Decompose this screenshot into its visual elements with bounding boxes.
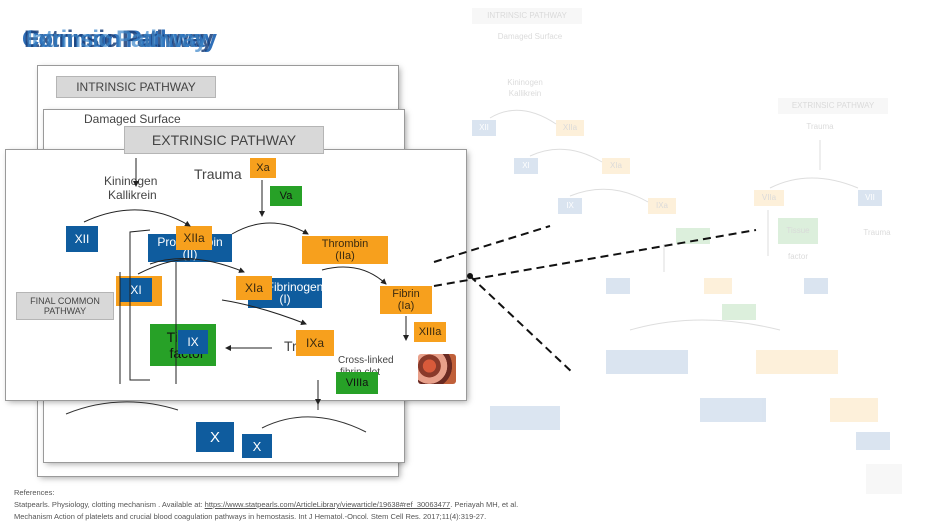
fibrinogen-label: Fibrinogen <box>266 280 324 294</box>
faded-kininogen: Kininogen <box>507 78 543 87</box>
faded-ixa: IXa <box>648 198 676 214</box>
faded-viia: VIIa <box>754 190 784 206</box>
kallikrein-text: Kallikrein <box>108 188 157 202</box>
fibrinogen-sub: (I) <box>279 292 291 306</box>
faded-green-box-2 <box>722 304 756 320</box>
references-line-2: Mechanism Action of platelets and crucia… <box>14 512 487 521</box>
cross-linked-text: Cross-linked <box>338 355 394 366</box>
faded-xii: XII <box>472 120 496 136</box>
extrinsic-pathway-label: EXTRINSIC PATHWAY <box>124 126 324 154</box>
title-layer-common: Common Pathway <box>22 26 217 53</box>
references-line-1: Statpearls. Physiology, clotting mechani… <box>14 499 654 511</box>
faded-kallikrein: Kallikrein <box>508 89 542 98</box>
references-heading: References: <box>14 488 55 497</box>
damaged-surface-text: Damaged Surface <box>84 112 181 126</box>
prothrombin-sub: (II) <box>182 247 198 261</box>
faded-extrinsic-label: EXTRINSIC PATHWAY <box>778 98 888 114</box>
ref1-text-post: . Periayah MH, et al. <box>450 500 519 509</box>
faded-tissue-factor: Tissue factor <box>778 218 818 261</box>
faded-trauma: Trauma <box>806 122 834 131</box>
faded-orange-box-2 <box>756 350 838 374</box>
title-layer-intrinsic: Intrinsic Pathway <box>26 26 207 53</box>
factor-xa-box: Xa <box>250 158 276 178</box>
factor-x-box-2: X <box>242 434 272 458</box>
faded-blue-box-3 <box>606 350 688 374</box>
thrombin-box: Thrombin (IIa) <box>302 236 388 264</box>
faded-xia: XIa <box>602 158 630 174</box>
intrinsic-pathway-label: INTRINSIC PATHWAY <box>56 76 216 98</box>
faded-clot-image <box>866 464 902 494</box>
references: References: Statpearls. Physiology, clot… <box>14 487 654 523</box>
faded-xiia: XIIa <box>556 120 584 136</box>
factor-xii-box: XII <box>66 226 98 252</box>
final-common-pathway-label: FINAL COMMON PATHWAY <box>16 292 114 320</box>
faded-blue-box-5 <box>490 406 560 430</box>
title-layer-extrinsic: Extrinsic Pathway <box>24 26 213 53</box>
kininogen-text: Kininogen <box>104 174 158 188</box>
slide-title: Common Pathway Extrinsic Pathway Intrins… <box>22 26 442 62</box>
factor-viiia-box: VIIIa <box>336 372 378 394</box>
faded-intrinsic-label: INTRINSIC PATHWAY <box>472 8 582 24</box>
factor-x-box: X <box>196 422 234 452</box>
ref1-link[interactable]: https://www.statpearls.com/ArticleLibrar… <box>204 500 451 509</box>
factor-xiiia-box: XIIIa <box>414 322 446 342</box>
faded-orange-box-1 <box>704 278 732 294</box>
ref1-text-pre: Statpearls. Physiology, clotting mechani… <box>14 500 205 509</box>
faded-ix: IX <box>558 198 582 214</box>
trauma-text-top: Trauma <box>194 166 242 182</box>
faded-vii: VII <box>858 190 882 206</box>
factor-xiia-box: XIIa <box>176 226 212 250</box>
slide-extrinsic-front <box>6 150 466 400</box>
fibrin-sub: (Ia) <box>397 300 415 312</box>
factor-ixa-box: IXa <box>296 330 334 356</box>
faded-orange-box-3 <box>830 398 878 422</box>
faded-blue-box-6 <box>856 432 890 450</box>
fibrin-box: Fibrin (Ia) <box>380 286 432 314</box>
thrombin-sub: (IIa) <box>335 250 355 262</box>
factor-xia-box: XIa <box>236 276 272 300</box>
faded-blue-box-1 <box>606 278 630 294</box>
faded-blue-box-4 <box>700 398 766 422</box>
factor-ix-box: IX <box>178 330 208 354</box>
factor-xi-box: XI <box>120 278 152 302</box>
thrombin-label: Thrombin <box>321 238 369 250</box>
factor-va-box: Va <box>270 186 302 206</box>
faded-green-box-1 <box>676 228 710 244</box>
faded-damaged-surface: Damaged Surface <box>497 32 563 41</box>
fibrin-clot-image <box>418 354 456 384</box>
faded-blue-box-2 <box>804 278 828 294</box>
faded-trauma-2: Trauma <box>863 228 891 237</box>
fibrin-label: Fibrin <box>392 288 420 300</box>
faded-xi: XI <box>514 158 538 174</box>
